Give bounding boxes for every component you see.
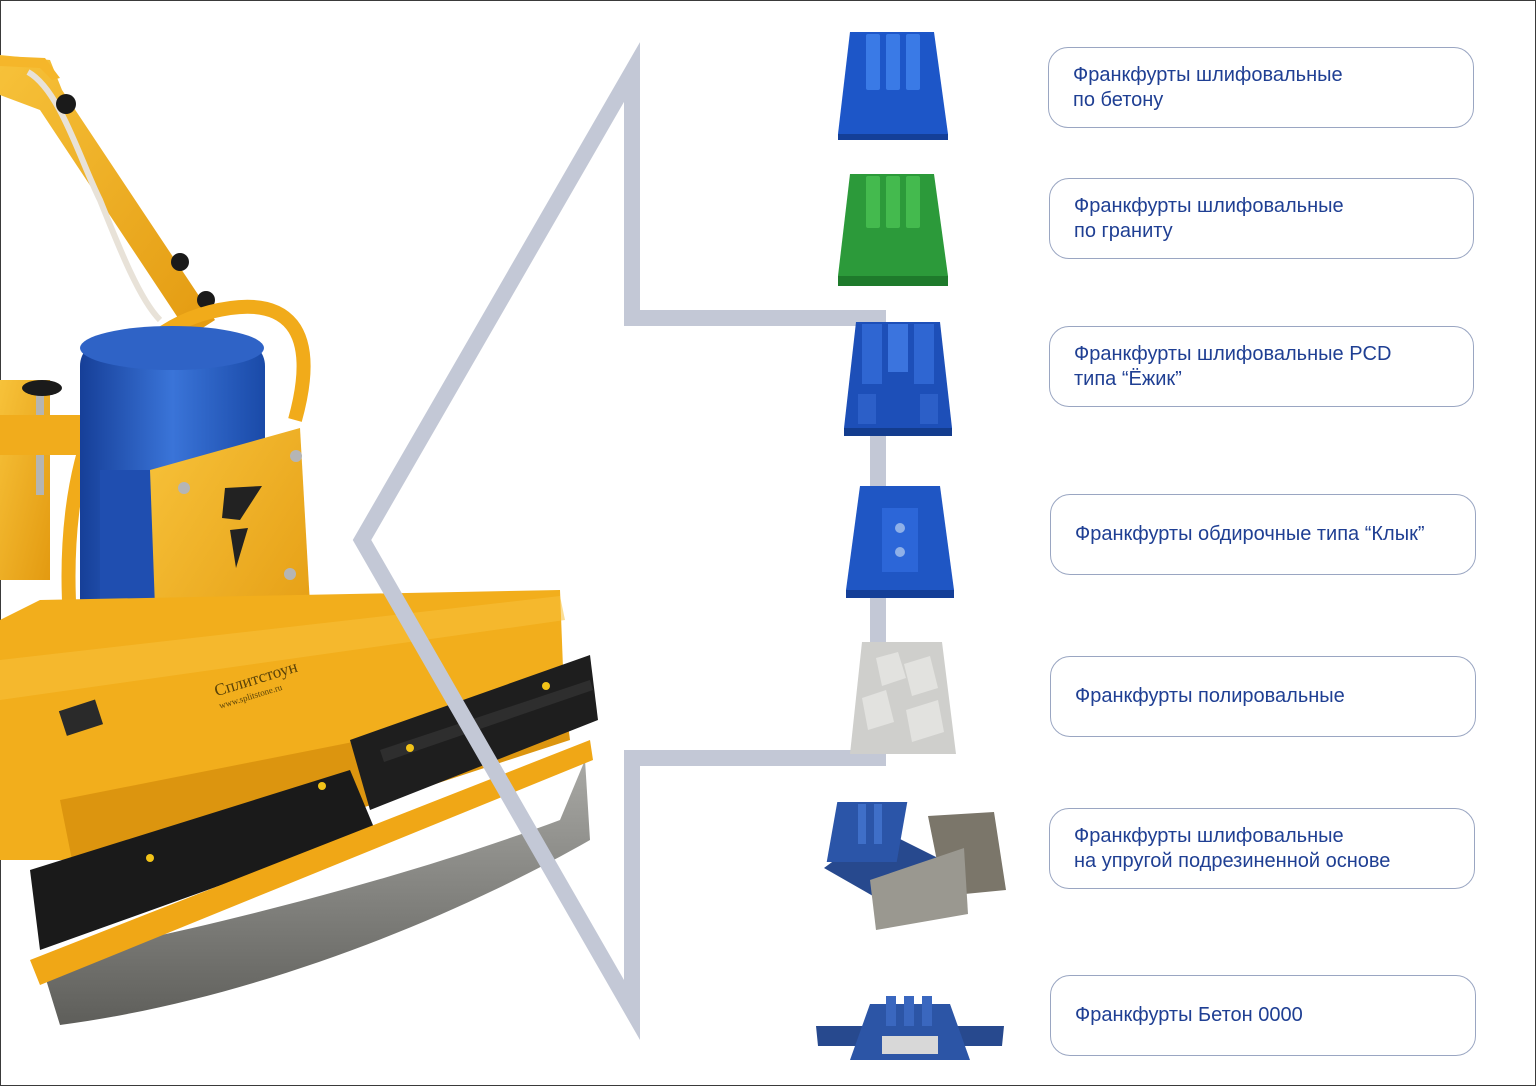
label-polishing-text: Франкфурты полировальные (1075, 685, 1345, 707)
rubber-based-segment-icon (824, 802, 1006, 930)
label-beton-0000-text: Франкфурты Бетон 0000 (1075, 1004, 1303, 1026)
beton-0000-segment-icon (816, 996, 1004, 1060)
label-polishing: Франкфурты полировальные (1050, 656, 1476, 737)
floor-grinding-machine-illustration (0, 55, 598, 1025)
label-beton-0000: Франкфурты Бетон 0000 (1050, 975, 1476, 1056)
label-concrete-grinding: Франкфурты шлифовальные по бетону (1048, 47, 1474, 128)
label-rubber-based-text: Франкфурты шлифовальные на упругой подре… (1074, 824, 1391, 872)
polishing-block-icon (850, 642, 956, 754)
label-pcd-hedgehog: Франкфурты шлифовальные PCD типа “Ёжик” (1049, 326, 1474, 407)
label-klyk-stripping-text: Франкфурты обдирочные типа “Клык” (1075, 523, 1425, 545)
blue-grinding-segment-icon (838, 32, 948, 140)
green-grinding-segment-icon (838, 174, 948, 286)
label-pcd-hedgehog-text: Франкфурты шлифовальные PCD типа “Ёжик” (1074, 342, 1392, 390)
label-granite-grinding: Франкфурты шлифовальные по граниту (1049, 178, 1474, 259)
pcd-segment-icon (844, 322, 952, 436)
klyk-segment-icon (846, 486, 954, 598)
label-granite-grinding-text: Франкфурты шлифовальные по граниту (1074, 194, 1344, 242)
label-rubber-based: Франкфурты шлифовальные на упругой подре… (1049, 808, 1475, 889)
label-concrete-grinding-text: Франкфурты шлифовальные по бетону (1073, 63, 1343, 111)
label-klyk-stripping: Франкфурты обдирочные типа “Клык” (1050, 494, 1476, 575)
